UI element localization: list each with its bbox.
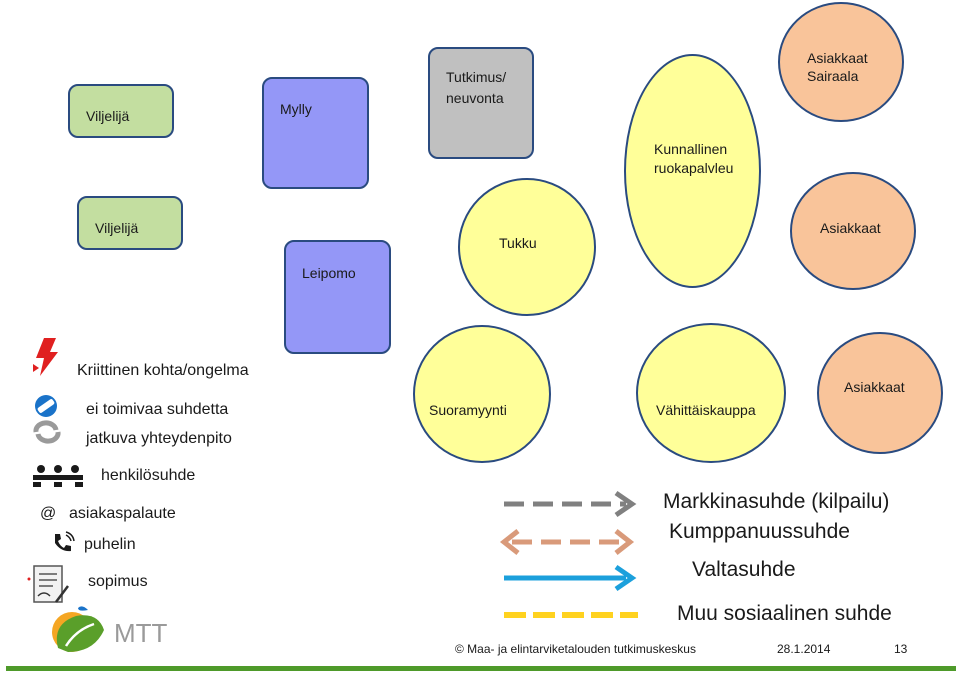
node-label: Viljelijä — [95, 220, 139, 236]
relation-markkinasuhde: Markkinasuhde (kilpailu) — [663, 490, 890, 513]
markkinasuhde-arrowhead — [614, 490, 637, 518]
node-label: Leipomo — [302, 265, 356, 281]
people-icon — [33, 465, 83, 487]
node-vahittaiskauppa: Vähittäiskauppa — [636, 323, 786, 463]
node-label-line2: neuvonta — [446, 90, 504, 106]
valtasuhde-arrowhead — [614, 564, 637, 592]
footer-page-number: 13 — [894, 642, 908, 656]
node-label-line1: Asiakkaat — [807, 50, 868, 66]
node-asiakkaat-2: Asiakkaat — [790, 172, 916, 290]
node-viljelija-2: Viljelijä — [77, 196, 183, 250]
legend-jatkuva: jatkuva yhteydenpito — [86, 430, 232, 447]
kumppanuussuhde-arrowhead-right — [614, 529, 635, 555]
node-label-line1: Kunnallinen — [654, 141, 728, 157]
cycle-icon — [33, 420, 61, 444]
node-leipomo: Leipomo — [284, 240, 391, 354]
node-suoramyynti: Suoramyynti — [413, 325, 551, 463]
footer-date: 28.1.2014 — [777, 642, 831, 656]
node-label: Asiakkaat — [820, 220, 881, 236]
phone-icon — [55, 531, 75, 552]
mtt-logo: MTT — [52, 606, 168, 652]
node-label-line2: Sairaala — [807, 68, 859, 84]
node-asiakkaat-3: Asiakkaat — [817, 332, 943, 454]
no-entry-icon — [35, 395, 57, 417]
node-label: Vähittäiskauppa — [656, 402, 756, 418]
kumppanuussuhde-arrowhead-left — [499, 529, 520, 555]
legend-sopimus: sopimus — [88, 573, 148, 590]
node-label: Viljelijä — [86, 108, 130, 124]
node-tukku: Tukku — [458, 178, 596, 316]
legend-henkilosuhde: henkilösuhde — [101, 467, 196, 484]
footer-bar — [6, 666, 956, 671]
node-viljelija-1: Viljelijä — [68, 84, 174, 138]
node-label: Mylly — [280, 101, 312, 117]
contract-document-icon — [27, 565, 69, 603]
lightning-warning-icon — [33, 338, 58, 376]
footer-copyright: © Maa- ja elintarviketalouden tutkimuske… — [455, 642, 696, 656]
legend-puhelin: puhelin — [84, 536, 136, 553]
node-tutkimus-neuvonta: Tutkimus/ neuvonta — [428, 47, 534, 159]
relation-valtasuhde: Valtasuhde — [692, 558, 796, 581]
node-kunnallinen-ruokapalvelu: Kunnallinen ruokapalvleu — [624, 54, 761, 288]
logo-text: MTT — [114, 618, 168, 648]
node-label: Tukku — [499, 235, 537, 251]
relation-arrows — [499, 490, 638, 618]
node-asiakkaat-sairaala: Asiakkaat Sairaala — [778, 2, 904, 122]
at-icon: @ — [40, 505, 57, 522]
node-mylly: Mylly — [262, 77, 369, 189]
node-label-line2: ruokapalvleu — [654, 160, 734, 176]
legend-asiakaspalaute: asiakaspalaute — [69, 505, 176, 522]
node-label: Asiakkaat — [844, 379, 905, 395]
node-label-line1: Tutkimus/ — [446, 69, 507, 85]
relation-kumppanuussuhde: Kumppanuussuhde — [669, 520, 850, 543]
node-label: Suoramyynti — [429, 402, 507, 418]
legend-kriittinen: Kriittinen kohta/ongelma — [77, 362, 249, 379]
relation-muu: Muu sosiaalinen suhde — [677, 602, 892, 625]
legend-ei-toimivaa: ei toimivaa suhdetta — [86, 401, 229, 418]
